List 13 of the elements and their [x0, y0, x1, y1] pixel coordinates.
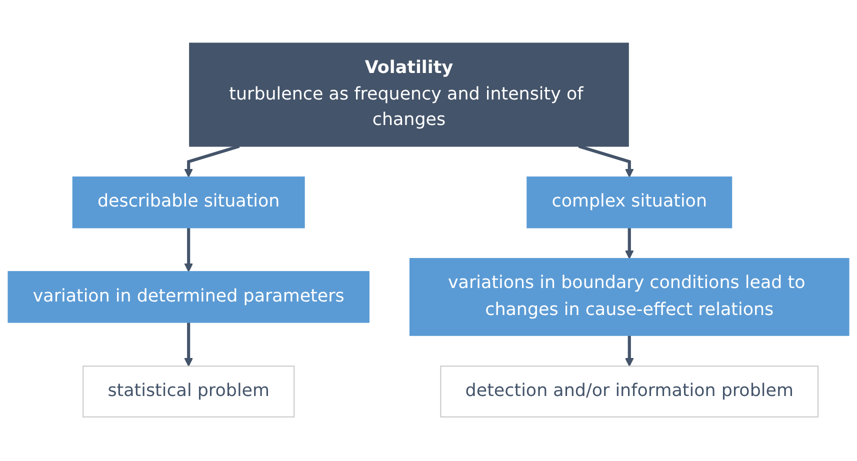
node-box: describable situation: [72, 176, 305, 229]
arrow: [624, 228, 634, 260]
node-box: detection and/or information problem: [440, 366, 819, 418]
node-box: statistical problem: [82, 366, 295, 418]
arrow: [184, 322, 194, 367]
node-box: complex situation: [526, 176, 732, 229]
arrow: [184, 145, 240, 178]
arrow: [184, 228, 194, 272]
arrow: [578, 145, 634, 178]
node-box: variations in boundary conditions lead to changes in cause-effect relations: [409, 258, 850, 336]
node-box: variation in determined parameters: [8, 272, 370, 324]
arrow: [624, 336, 634, 367]
node-box: Volatility turbulence as frequency and intensity of changes: [189, 43, 629, 148]
